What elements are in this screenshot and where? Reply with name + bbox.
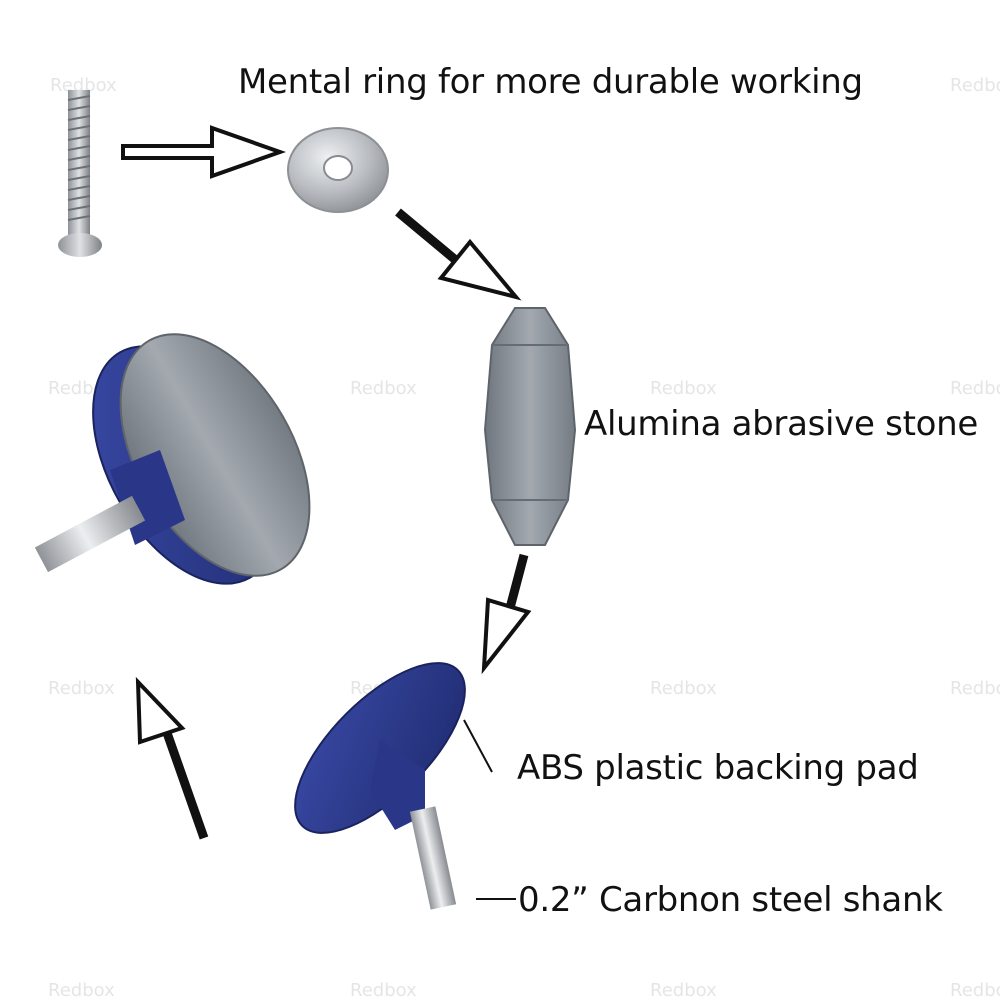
watermark: Redbox <box>950 75 1000 96</box>
stone-label: Alumina abrasive stone <box>584 404 978 444</box>
watermark: Redbox <box>650 378 717 399</box>
pad-label: ABS plastic backing pad <box>517 748 919 788</box>
watermark: Redbox <box>48 678 115 699</box>
watermark: Redbox <box>350 378 417 399</box>
metal-washer <box>287 127 389 213</box>
arrow-right-icon <box>121 125 287 179</box>
ring-label: Mental ring for more durable working <box>238 62 863 102</box>
arrow-down-icon <box>481 553 532 675</box>
backing-pad-with-shank <box>294 662 466 910</box>
watermark: Redbox <box>950 378 1000 399</box>
screw <box>58 90 102 257</box>
shank-label: 0.2” Carbnon steel shank <box>518 880 943 920</box>
watermark: Redbox <box>50 75 117 96</box>
watermark: Redbox <box>650 678 717 699</box>
watermark: Redbox <box>350 980 417 1001</box>
pad-callout-line <box>463 719 493 773</box>
watermark: Redbox <box>950 980 1000 1001</box>
arrow-up-icon <box>135 676 209 840</box>
assembled-sharpener <box>34 333 311 585</box>
watermark: Redbox <box>48 980 115 1001</box>
abrasive-stone <box>483 307 577 546</box>
arrow-down-right-icon <box>395 208 522 301</box>
watermark: Redbox <box>650 980 717 1001</box>
watermark: Redbox <box>950 678 1000 699</box>
